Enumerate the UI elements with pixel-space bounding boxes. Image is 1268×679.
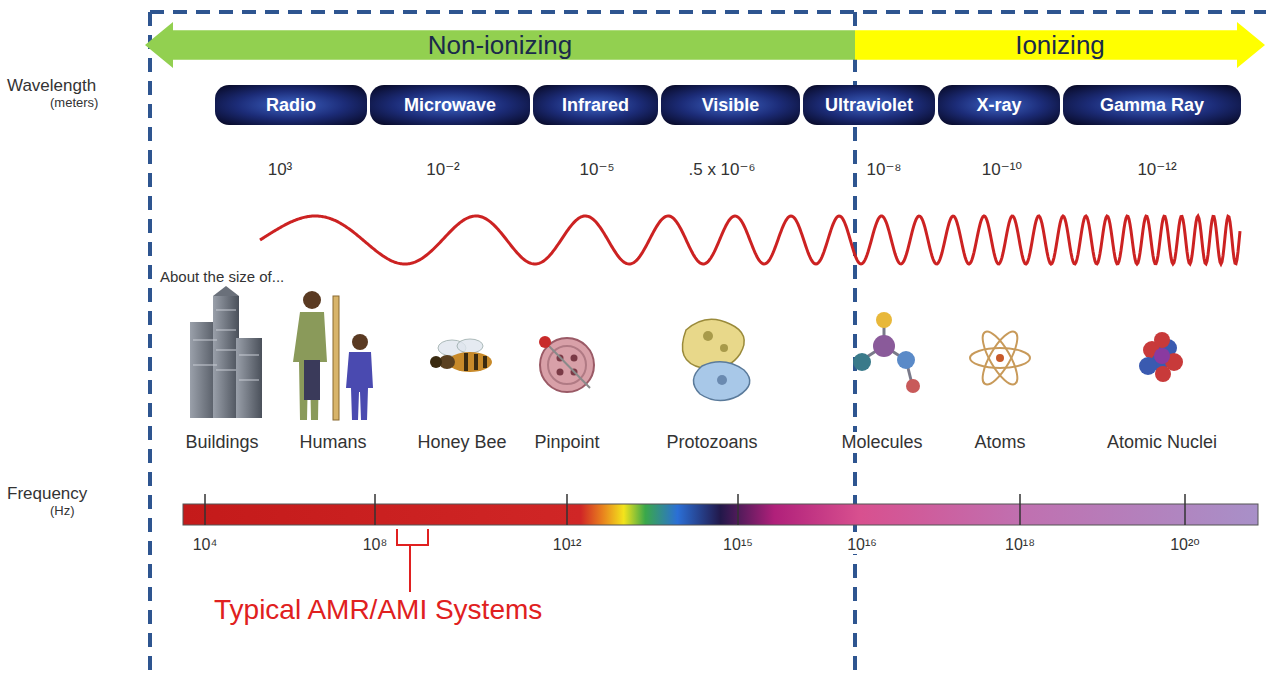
wavelength-value: .5 x 10⁻⁶ — [686, 160, 757, 180]
size-name: Buildings — [183, 432, 260, 453]
wavelength-value: 10⁻² — [424, 160, 462, 180]
frequency-value: 10¹² — [551, 536, 583, 554]
wavelength-value: 10⁻¹⁰ — [980, 160, 1024, 180]
frequency-value: 10¹⁵ — [721, 536, 755, 554]
buildings-icon — [190, 286, 262, 418]
system-callout: Typical AMR/AMI Systems — [212, 594, 544, 626]
size-name: Honey Bee — [415, 432, 508, 453]
frequency-bar — [183, 504, 1258, 525]
band-label: Radio — [266, 95, 316, 116]
frequency-value: 10²⁰ — [1168, 536, 1202, 554]
spectrum-band: Infrared — [533, 85, 658, 125]
band-label: Ultraviolet — [825, 95, 913, 116]
spectrum-band: Visible — [661, 85, 800, 125]
nucleus-icon — [1139, 332, 1183, 382]
size-name: Pinpoint — [532, 432, 601, 453]
atom-icon — [970, 327, 1030, 389]
frequency-value: 10⁸ — [361, 536, 390, 554]
protozoans-icon — [682, 319, 749, 400]
spectrum-band: Microwave — [370, 85, 530, 125]
radiation-arrow: Non-ionizing — [145, 22, 855, 68]
band-label: Infrared — [562, 95, 629, 116]
humans-icon — [293, 291, 373, 420]
dashed-frame — [150, 12, 1266, 679]
range-bracket — [397, 529, 428, 592]
size-name: Molecules — [839, 432, 924, 453]
wavelength-value: 10⁻⁸ — [864, 160, 903, 180]
axis-title: Frequency — [5, 484, 89, 504]
axis-title: Wavelength — [5, 76, 98, 96]
size-name: Atomic Nuclei — [1105, 432, 1219, 453]
tick-marks — [205, 494, 1185, 525]
axis-unit: (Hz) — [48, 504, 77, 519]
band-label: Gamma Ray — [1100, 95, 1204, 116]
band-label: X-ray — [976, 95, 1021, 116]
frequency-value: 10¹⁸ — [1003, 536, 1037, 554]
pinpoint-icon — [539, 336, 594, 392]
wavelength-value: 10⁻⁵ — [578, 160, 617, 180]
band-label: Microwave — [404, 95, 496, 116]
size-caption: About the size of... — [158, 268, 286, 285]
band-label: Non-ionizing — [428, 30, 573, 61]
band-label: Ionizing — [1015, 30, 1105, 61]
radiation-arrow: Ionizing — [855, 22, 1265, 68]
size-name: Humans — [297, 432, 368, 453]
wave-line — [260, 216, 1240, 264]
size-name: Protozoans — [664, 432, 759, 453]
wavelength-value: 10³ — [266, 160, 295, 180]
band-label: Visible — [702, 95, 760, 116]
size-name: Atoms — [972, 432, 1027, 453]
molecule-icon — [853, 312, 920, 393]
frequency-value: 10¹⁶ — [845, 536, 879, 554]
frequency-value: 10⁴ — [191, 536, 220, 554]
spectrum-band: X-ray — [938, 85, 1060, 125]
spectrum-band: Radio — [215, 85, 367, 125]
wavelength-value: 10⁻¹² — [1135, 160, 1178, 180]
honey-bee-icon — [430, 339, 492, 372]
spectrum-band: Ultraviolet — [803, 85, 935, 125]
axis-unit: (meters) — [48, 96, 100, 111]
spectrum-band: Gamma Ray — [1063, 85, 1241, 125]
